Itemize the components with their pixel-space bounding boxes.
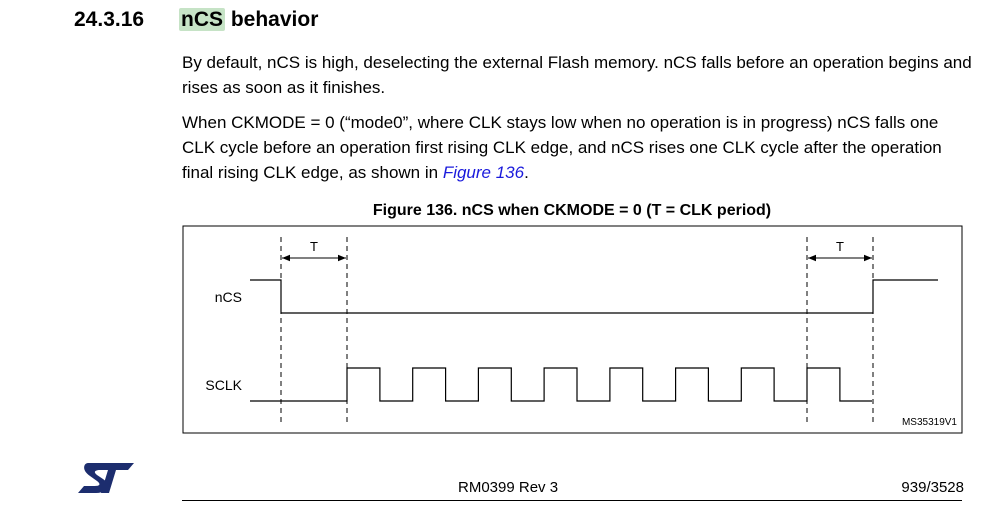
- period-label-right: T: [836, 239, 844, 254]
- paragraph-ckmode: When CKMODE = 0 (“mode0”, where CLK stay…: [182, 110, 972, 185]
- figure-136-link[interactable]: Figure 136: [442, 163, 525, 182]
- figure-frame: [182, 225, 963, 434]
- sclk-signal-label: SCLK: [205, 377, 242, 393]
- paragraph-ckmode-text: When CKMODE = 0 (“mode0”, where CLK stay…: [182, 113, 942, 182]
- section-title: nCS behavior: [179, 8, 319, 32]
- ncs-signal-label: nCS: [215, 289, 242, 305]
- figure-title: Figure 136. nCS when CKMODE = 0 (T = CLK…: [372, 202, 772, 219]
- figure-id: MS35319V1: [902, 417, 957, 428]
- period-label-left: T: [310, 239, 318, 254]
- ncs-waveform: [250, 279, 938, 314]
- footer-page-number: 939/3528: [901, 479, 964, 496]
- footer-doc-ref: RM0399 Rev 3: [458, 479, 559, 496]
- paragraph-ckmode-end: .: [524, 163, 529, 182]
- sclk-waveform: [250, 367, 872, 402]
- st-logo-icon: [78, 463, 134, 493]
- section-title-highlight: nCS: [179, 8, 225, 31]
- section-number: 24.3.16: [74, 8, 145, 31]
- section-title-rest: behavior: [225, 8, 319, 31]
- paragraph-default-behavior: By default, nCS is high, deselecting the…: [182, 53, 972, 97]
- footer-divider: [182, 500, 962, 501]
